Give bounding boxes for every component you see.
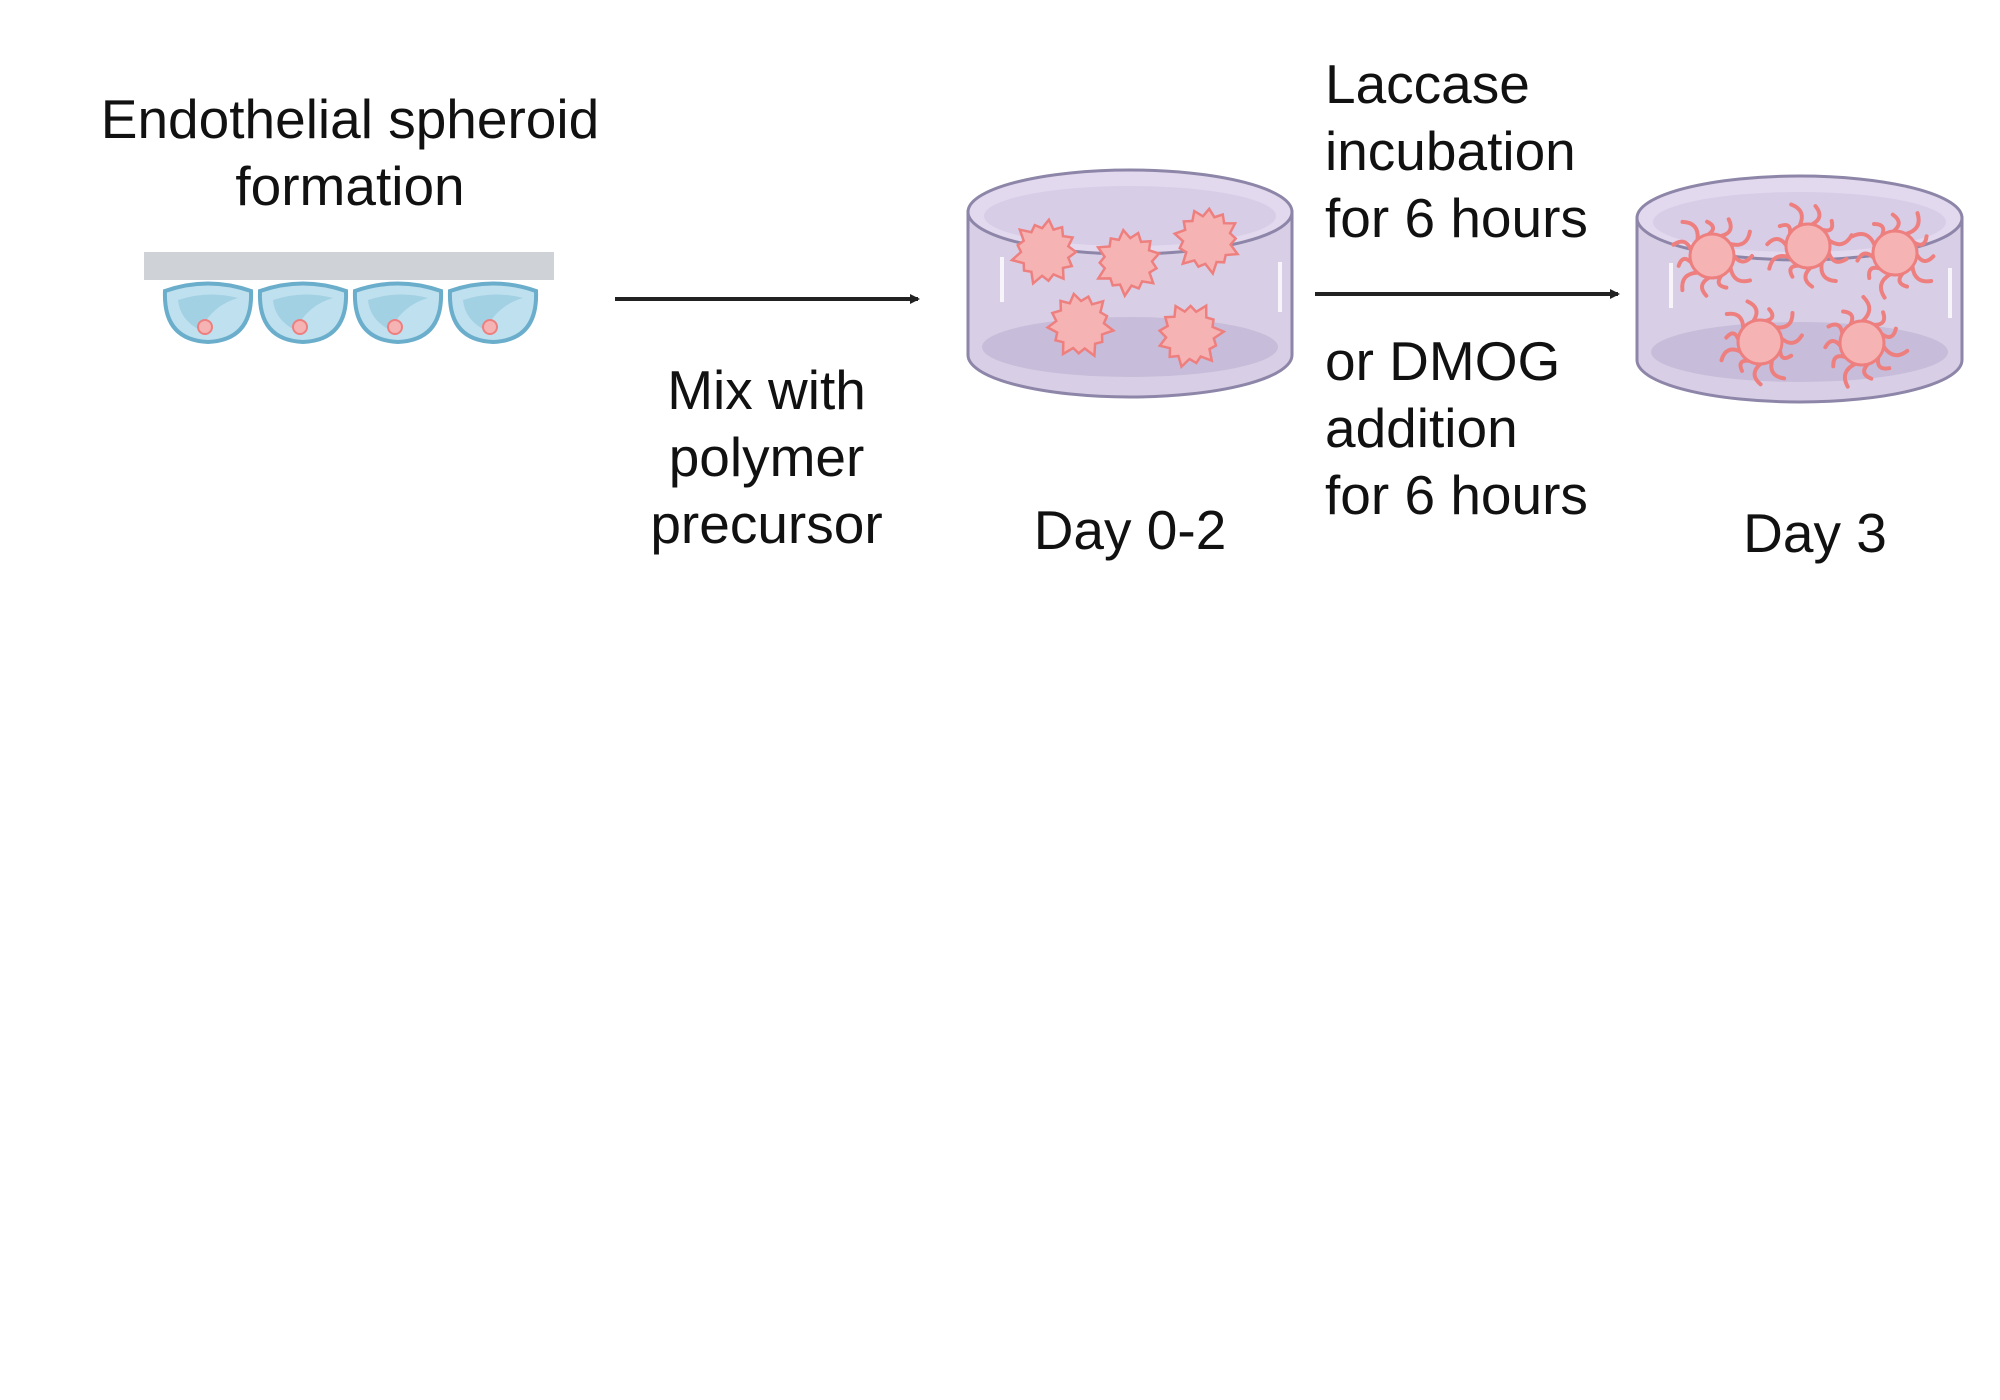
sprout xyxy=(1842,361,1858,389)
laccase-line-1: Laccase xyxy=(1325,53,1530,115)
small-spheroid xyxy=(482,319,498,335)
sprout xyxy=(1719,217,1733,238)
sprout xyxy=(1827,233,1854,247)
hanging-drop-well xyxy=(257,281,349,345)
dmog-line-2: addition xyxy=(1325,397,1518,459)
sprout xyxy=(1860,295,1872,323)
sprout xyxy=(1878,272,1892,300)
mix-line-2: polymer xyxy=(668,426,865,488)
spiky-spheroid xyxy=(1095,227,1162,299)
sprout xyxy=(1789,202,1804,228)
sprout xyxy=(1728,265,1752,284)
sprout xyxy=(1803,265,1815,289)
sprout xyxy=(1881,344,1910,358)
formation-label: Endothelial spheroid formation xyxy=(70,86,630,220)
sprout xyxy=(1680,270,1700,293)
sprout xyxy=(1700,275,1711,298)
sprout xyxy=(1810,204,1822,227)
spiky-spheroid xyxy=(1157,303,1227,370)
sprouting-spheroid xyxy=(1671,217,1754,298)
hanging-drop-plate xyxy=(144,252,554,345)
spiky-spheroid xyxy=(1045,291,1116,359)
small-spheroid xyxy=(387,319,403,335)
plate-lid xyxy=(144,252,554,280)
sprout xyxy=(1910,264,1934,284)
spiky-spheroid xyxy=(1172,206,1240,277)
sprout xyxy=(1903,211,1921,236)
sprouting-spheroid xyxy=(1719,299,1804,387)
hanging-drop-well xyxy=(447,281,539,345)
spiky-spheroid xyxy=(1009,217,1079,286)
laccase-line-2: incubation xyxy=(1325,120,1576,182)
sprout xyxy=(1767,254,1791,271)
sprout xyxy=(1826,251,1849,264)
well-shading xyxy=(273,294,333,330)
sprout xyxy=(1774,311,1795,330)
well-shading xyxy=(368,294,428,330)
gel-bottom-shade xyxy=(982,317,1278,377)
mix-line-3: precursor xyxy=(650,493,883,555)
day-3-label: Day 3 xyxy=(1665,500,1965,567)
day-3-text: Day 3 xyxy=(1743,502,1887,564)
sprouting-spheroid xyxy=(1765,202,1854,289)
small-spheroid xyxy=(292,319,308,335)
hydrogel-day-0-2 xyxy=(966,168,1294,399)
hanging-drop-well xyxy=(352,281,444,345)
sprout xyxy=(1719,347,1743,363)
sprout xyxy=(1779,333,1804,345)
mix-line-1: Mix with xyxy=(667,359,866,421)
sprout xyxy=(1850,232,1877,247)
sprout xyxy=(1724,311,1746,330)
hanging-drop-well xyxy=(162,281,254,345)
sprouting-spheroid xyxy=(1823,295,1910,389)
well-shading xyxy=(178,294,238,330)
dmog-line-1: or DMOG xyxy=(1325,330,1561,392)
formation-line-1: Endothelial spheroid xyxy=(100,88,600,150)
laccase-label: Laccase incubation for 6 hours xyxy=(1325,51,1588,252)
spheroid-core xyxy=(1688,232,1736,280)
day-0-2-label: Day 0-2 xyxy=(980,497,1280,564)
small-spheroid xyxy=(197,319,213,335)
day-0-2-text: Day 0-2 xyxy=(1033,499,1227,561)
sprout xyxy=(1752,362,1763,387)
spheroid-core xyxy=(1784,222,1832,270)
sprout xyxy=(1732,254,1754,264)
spheroid-core xyxy=(1736,318,1784,366)
sprout xyxy=(1728,229,1752,247)
laccase-line-3: for 6 hours xyxy=(1325,187,1588,249)
dmog-line-3: for 6 hours xyxy=(1325,464,1588,526)
sprout xyxy=(1819,261,1838,283)
sprout xyxy=(1680,219,1700,242)
sprout xyxy=(1769,358,1787,381)
mix-label: Mix with polymer precursor xyxy=(615,357,918,558)
sprout xyxy=(1745,299,1759,323)
hydrogel-day-3 xyxy=(1635,174,1964,404)
sprout xyxy=(1765,236,1788,247)
formation-line-2: formation xyxy=(235,155,465,217)
well-shading xyxy=(463,294,523,330)
sprout xyxy=(1671,239,1693,252)
dmog-label: or DMOG addition for 6 hours xyxy=(1325,328,1588,529)
spheroid-core xyxy=(1871,229,1919,277)
spheroid-core xyxy=(1838,319,1886,367)
sprouting-spheroid xyxy=(1850,211,1936,300)
